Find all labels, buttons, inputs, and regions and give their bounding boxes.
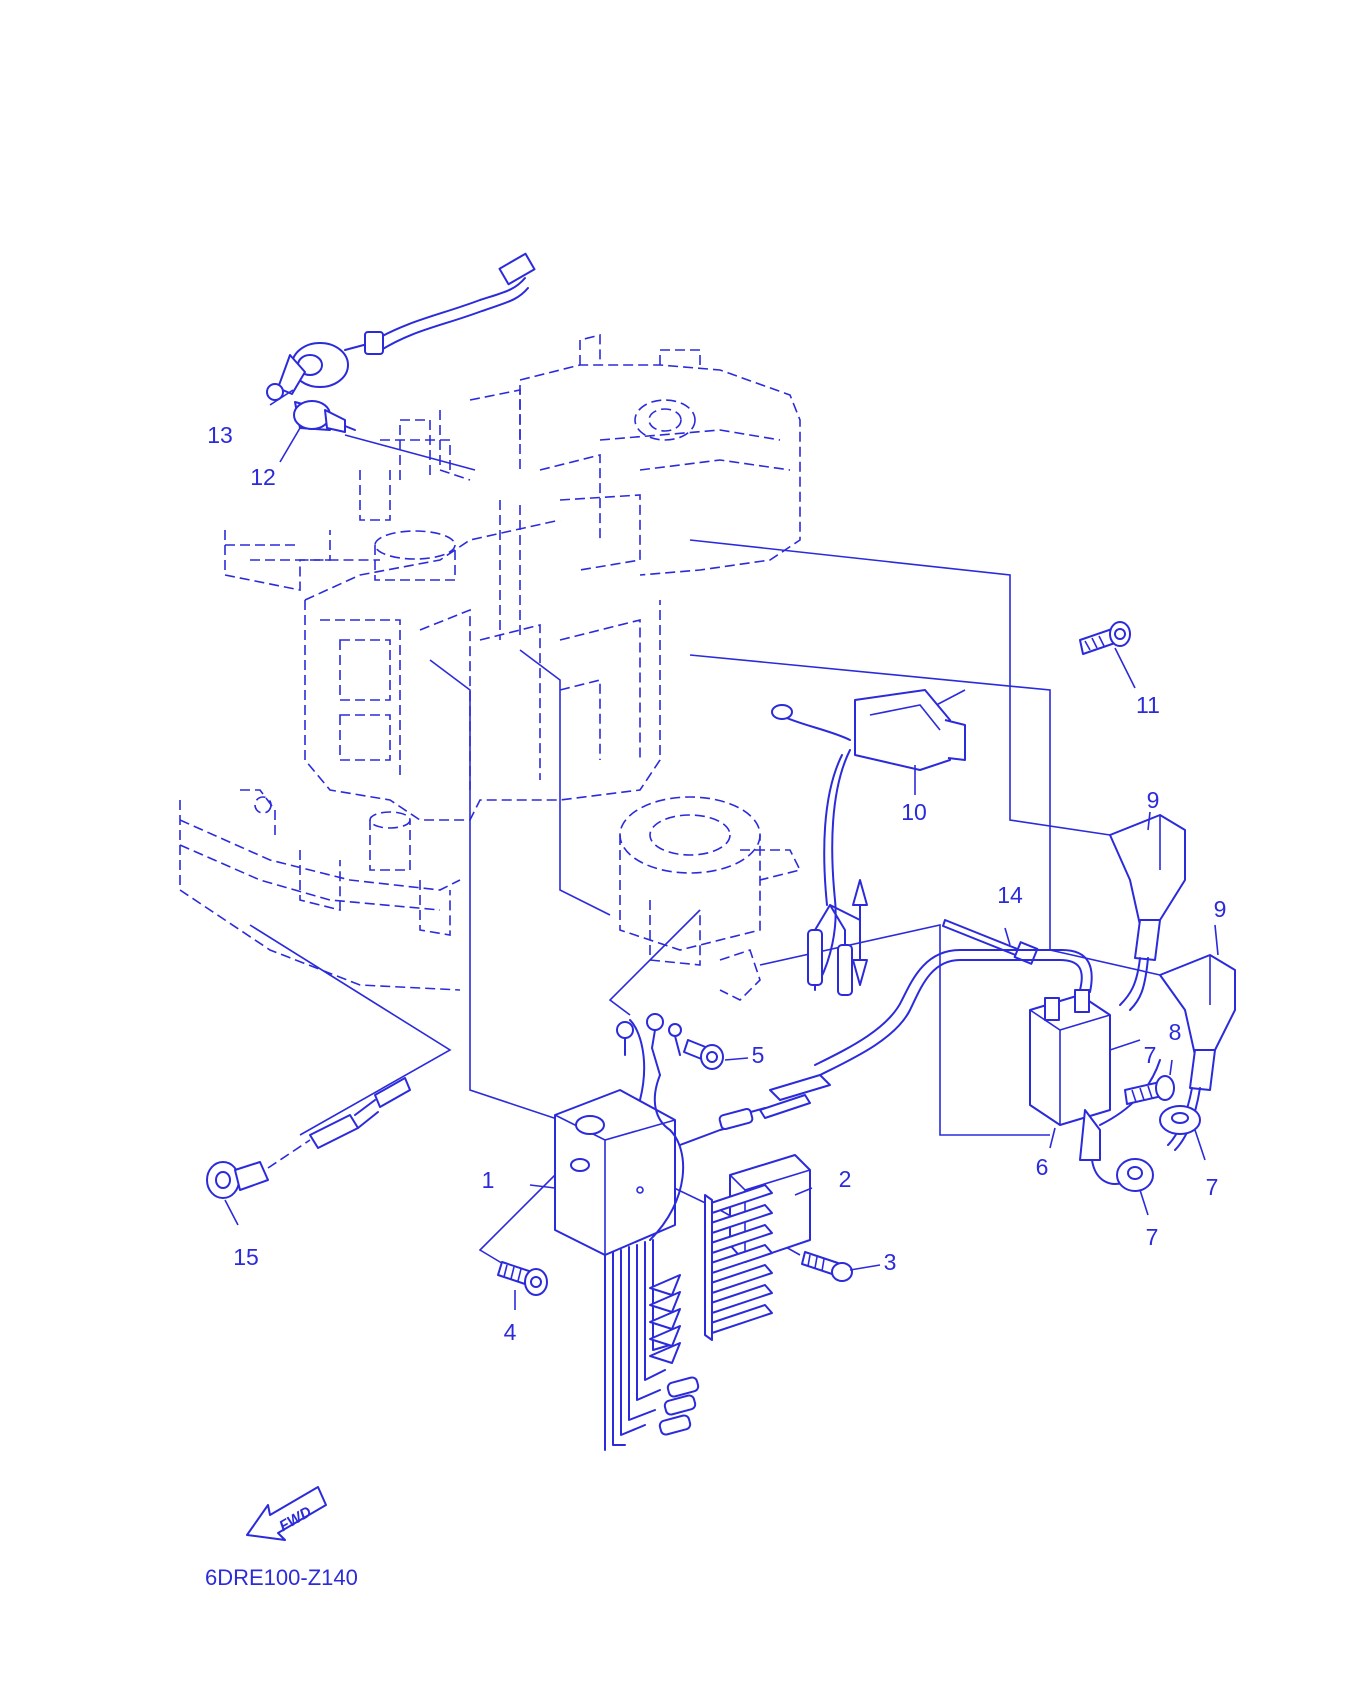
part-4-bolt	[497, 1261, 548, 1296]
part-2-rectifier	[704, 1154, 811, 1341]
part-5-bolt-terminals	[616, 1013, 724, 1131]
part-9-plug-cap-upper	[1109, 814, 1186, 1011]
callout-13: 13	[207, 422, 233, 448]
callout-9b: 9	[1214, 896, 1227, 922]
callout-10: 10	[901, 799, 927, 825]
callout-15: 15	[233, 1244, 259, 1270]
part-6-ignition-coil	[739, 949, 1161, 1185]
callout-11: 11	[1136, 692, 1160, 718]
callout-7c: 7	[1146, 1224, 1159, 1250]
part-15-switch	[206, 1077, 411, 1199]
callout-6: 6	[1036, 1154, 1049, 1180]
callout-4: 4	[504, 1319, 517, 1345]
part-7-grommets	[1109, 1039, 1206, 1216]
callout-3: 3	[884, 1249, 897, 1275]
callout-14: 14	[997, 882, 1023, 908]
callout-7a: 7	[1144, 1042, 1157, 1068]
callout-leaders	[224, 389, 1219, 1310]
part-1-cdi-unit	[554, 1019, 754, 1451]
part-10-coil-bracket	[771, 689, 966, 996]
callout-12: 12	[250, 464, 276, 490]
engine-block-phantom	[179, 333, 802, 1001]
leader-lines	[249, 434, 1161, 1266]
part-3-screw	[801, 1251, 853, 1282]
drawing-code: 6DRE100-Z140	[205, 1565, 358, 1590]
callout-7b: 7	[1206, 1174, 1219, 1200]
callout-9a: 9	[1147, 787, 1160, 813]
part-11-bolt	[1079, 621, 1131, 655]
part-8-bolt	[1124, 1059, 1175, 1105]
part-13-plug-cap-lead	[266, 252, 536, 401]
callout-2: 2	[839, 1166, 852, 1192]
callout-8: 8	[1169, 1019, 1182, 1045]
part-14-cable-tie	[942, 919, 1039, 965]
part-12-spark-plug	[293, 400, 356, 433]
fwd-direction-arrow: FWD	[246, 1486, 327, 1541]
callout-1: 1	[482, 1167, 495, 1193]
callout-5: 5	[752, 1042, 765, 1068]
callout-numbers: 1 2 3 4 5 6 7 7 7 8 9 9 10 11 12 13 14 1…	[207, 422, 1226, 1345]
